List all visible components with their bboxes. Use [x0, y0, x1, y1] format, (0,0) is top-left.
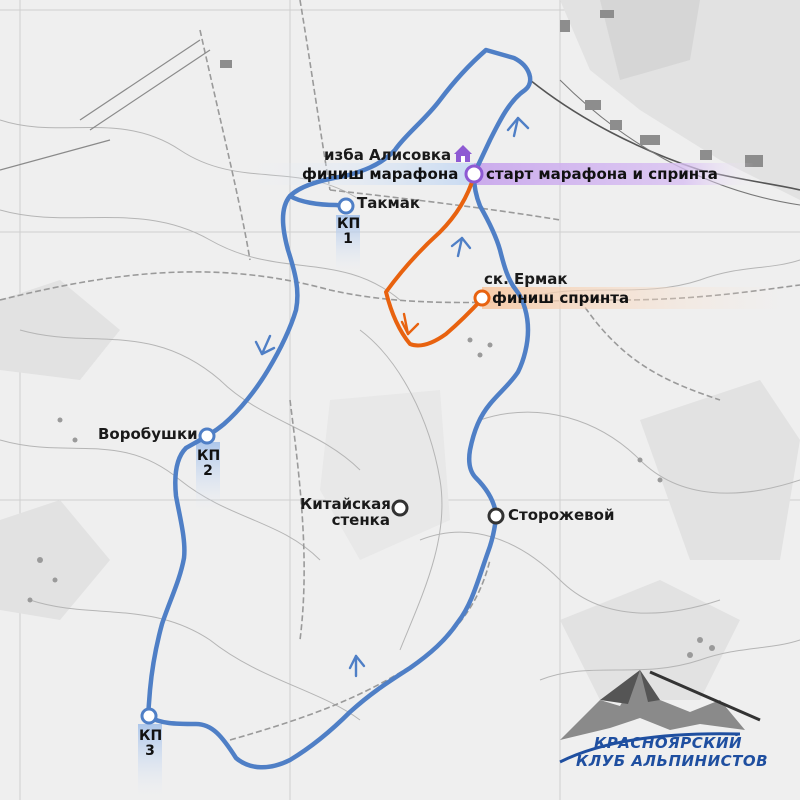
logo-line2: КЛУБ АЛЬПИНИСТОВ: [576, 752, 769, 770]
storozhevoy-label: Сторожевой: [508, 506, 615, 524]
finish-sprint-marker[interactable]: [473, 289, 491, 307]
kp3-label-text: КП: [139, 728, 163, 744]
kp1-spur: [287, 193, 349, 209]
rock-symbols: [27, 337, 715, 658]
logo-line1: КРАСНОЯРСКИЙ: [594, 734, 743, 752]
finish-marathon-band: [250, 163, 474, 185]
finish-sprint-band: [482, 287, 782, 309]
start-band: [474, 163, 754, 185]
kp1-label-text: КП: [337, 216, 361, 232]
kp2-marker[interactable]: [198, 427, 216, 445]
river-bank: [559, 79, 800, 206]
kp2-band: [196, 442, 220, 510]
kp1-band: [336, 215, 360, 271]
arrow-icon: [254, 116, 530, 678]
mountain-logo-icon: [559, 670, 761, 764]
start-label: старт марафона и спринта: [486, 165, 718, 183]
kp1-number: 1: [343, 230, 353, 247]
contour-lines: [0, 119, 800, 721]
rail-lines: [0, 39, 211, 171]
start-circle-icon[interactable]: [464, 164, 484, 184]
poi-circle-icon[interactable]: [391, 499, 409, 517]
finish-marathon-label: финиш марафона: [302, 165, 459, 183]
marathon-route: [145, 47, 533, 770]
kp3-marker[interactable]: [140, 707, 158, 725]
hut-label: изба Алисовка: [324, 146, 452, 164]
kp1-marker[interactable]: [337, 197, 355, 215]
takmak-label: Такмак: [357, 194, 421, 212]
sprint-route: [384, 174, 484, 348]
ermak-label: ск. Ермак: [484, 270, 568, 288]
kitayskaya-label: Китайская стенка: [300, 495, 391, 529]
kp2-label: КП 2: [197, 448, 221, 479]
kp1-label: КП 1: [337, 216, 361, 247]
house-icon: [454, 145, 472, 162]
kp3-number: 3: [145, 742, 155, 759]
kp2-number: 2: [203, 462, 213, 479]
finish-sprint-label: финиш спринта: [492, 289, 630, 307]
kp3-band: [138, 724, 162, 796]
poi-circle-icon[interactable]: [487, 507, 505, 525]
kp2-label-text: КП: [197, 448, 221, 464]
kp3-label: КП 3: [139, 728, 163, 759]
vorobushki-label: Воробушки: [98, 425, 198, 443]
